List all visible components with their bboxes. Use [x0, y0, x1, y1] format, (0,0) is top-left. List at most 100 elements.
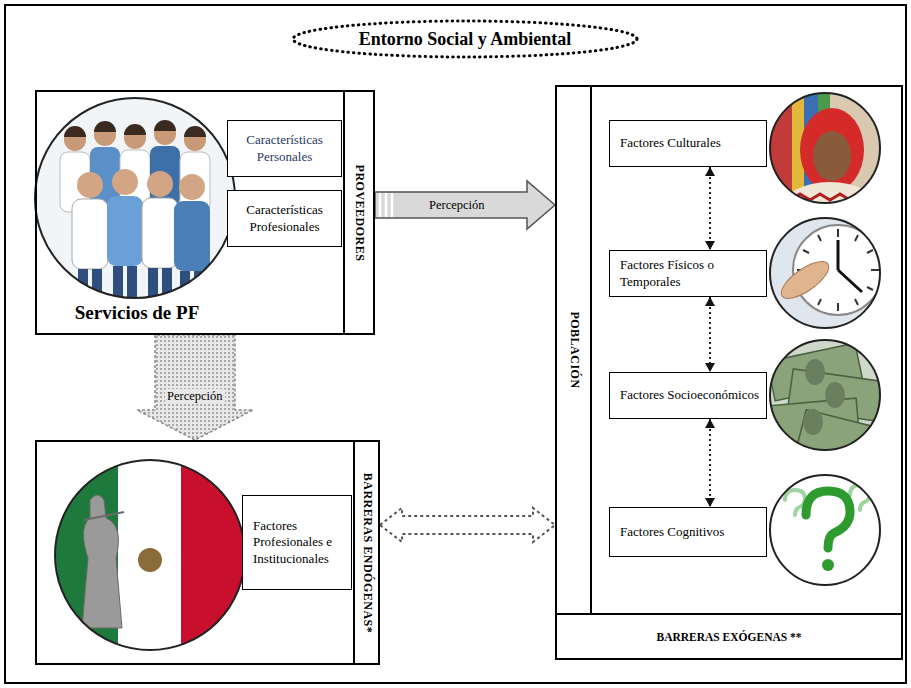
clock-photo-part-part — [855, 235, 858, 241]
photo-border — [35, 98, 235, 298]
staff-photo-part-part — [112, 169, 138, 195]
woman-photo-part — [800, 108, 864, 192]
arrow-head — [705, 241, 715, 250]
staff-photo-part-part — [92, 269, 102, 299]
question-photo — [770, 475, 880, 585]
clock-photo-part-part — [837, 303, 839, 311]
dotted-line — [709, 167, 711, 250]
clock-photo-part-part — [867, 250, 873, 253]
clock-photo-part — [837, 240, 840, 270]
box-label: BARRERAS EXÓGENAS ** — [656, 631, 801, 643]
side-label: PROVEEDORES — [352, 164, 367, 261]
money-photo-part — [766, 343, 893, 470]
side-strip: PROVEEDORES — [343, 92, 373, 333]
staff-photo-part — [30, 95, 240, 305]
factor-box: Factores Culturales — [609, 120, 767, 167]
provider-panel: PROVEEDORES Servicios de PF Característica… — [35, 90, 375, 335]
box-label: Factores Culturales — [620, 135, 721, 151]
staff-photo-part — [72, 199, 108, 269]
clock-photo-part-part — [837, 229, 839, 237]
barrier-panel: BARRERAS ENDÓGENAS* Factores Profesionale… — [35, 440, 380, 665]
photo-border — [770, 93, 880, 203]
side-label: POBLACIÓN — [566, 311, 581, 388]
staff-photo-part-part — [77, 172, 103, 198]
population-panel: POBLACIÓN Factores CulturalesFactores Fís… — [555, 85, 903, 615]
flag-photo-part — [118, 460, 182, 650]
factor-box: Factores Físicos o Temporales — [609, 250, 767, 297]
box-label: Factores Cognitivos — [620, 524, 724, 540]
dotted-line — [709, 297, 711, 372]
dotted-arrow — [705, 419, 715, 507]
clock-photo-part — [776, 255, 834, 305]
flag-photo-part — [138, 548, 162, 572]
staff-photo-part-part — [148, 268, 158, 298]
photo-border — [770, 340, 880, 450]
arrow-head — [705, 498, 715, 507]
arrow-shape — [137, 335, 253, 440]
staff-photo-part — [64, 123, 206, 151]
money-photo-part-part — [805, 359, 825, 385]
outer-frame — [5, 5, 906, 683]
dotted-arrow — [705, 297, 715, 372]
staff-photo-part — [64, 120, 206, 137]
photo-border — [770, 475, 880, 585]
panel-title: Servicios de PF — [37, 302, 237, 325]
barrier-band: BARRERAS EXÓGENAS ** — [555, 613, 903, 660]
characteristic-box: Características Profesionales — [227, 190, 342, 247]
arrow-label: Percepción — [427, 198, 487, 213]
staff-photo-part — [78, 266, 204, 299]
money-photo-part-part — [796, 410, 893, 471]
factor-box: Factores Cognitivos — [609, 507, 767, 557]
staff-photo-part — [174, 201, 210, 271]
clock-photo-part — [838, 270, 862, 292]
factor-box: Factores Profesionales e Institucionales — [242, 495, 352, 590]
flag-photo-part — [181, 460, 245, 650]
staff-photo-part-part — [124, 124, 146, 135]
factor-box: Factores Socioeconómicos — [609, 372, 767, 419]
money-photo-part — [803, 359, 845, 435]
question-photo-part — [770, 475, 880, 585]
clock-photo-part-part — [818, 235, 821, 241]
flag-photo-part — [84, 512, 124, 520]
clock-photo-part-part — [818, 299, 821, 305]
arrow-tail-stripe — [391, 193, 394, 217]
arrow-head — [705, 419, 715, 428]
staff-photo-part-part — [94, 121, 116, 132]
side-label: BARRERAS ENDÓGENAS* — [359, 472, 374, 633]
arrow-shape — [375, 181, 555, 229]
flag-photo — [55, 460, 245, 650]
ellipse-outline — [293, 21, 637, 57]
arrow-head — [705, 167, 715, 176]
box-label: Características Profesionales — [234, 202, 335, 235]
staff-photo-part-part — [127, 266, 137, 298]
box-label: Factores Socioeconómicos — [620, 387, 759, 403]
staff-photo-part-part — [184, 126, 206, 137]
arrow-shape — [380, 508, 555, 542]
staff-photo-part-part — [179, 174, 205, 200]
side-strip: BARRERAS ENDÓGENAS* — [353, 442, 378, 663]
characteristic-box: Características Personales — [227, 120, 342, 177]
staff-photo-part-part — [64, 126, 86, 137]
dotted-arrow — [705, 167, 715, 250]
flag-photo-part — [82, 495, 122, 628]
diagram-title: Entorno Social y Ambiental — [359, 29, 572, 50]
staff-photo-part — [107, 196, 143, 266]
photo-border — [770, 218, 880, 328]
staff-photo-part — [142, 198, 178, 268]
clock-photo-part-part — [803, 250, 809, 253]
money-photo-part-part — [803, 409, 823, 435]
woman-photo-part — [770, 93, 792, 203]
clock-photo-part-part — [855, 299, 858, 305]
money-photo — [766, 340, 893, 470]
staff-photo-part-part — [147, 171, 173, 197]
money-photo-part-part — [825, 382, 845, 408]
clock-photo — [770, 218, 883, 328]
question-photo-part — [822, 559, 834, 571]
clock-photo-part-part — [867, 287, 873, 290]
title-ellipse: Entorno Social y Ambiental — [290, 18, 640, 60]
staff-photo-part-part — [113, 266, 123, 298]
photo-border — [55, 460, 245, 650]
woman-photo-part — [813, 131, 851, 181]
